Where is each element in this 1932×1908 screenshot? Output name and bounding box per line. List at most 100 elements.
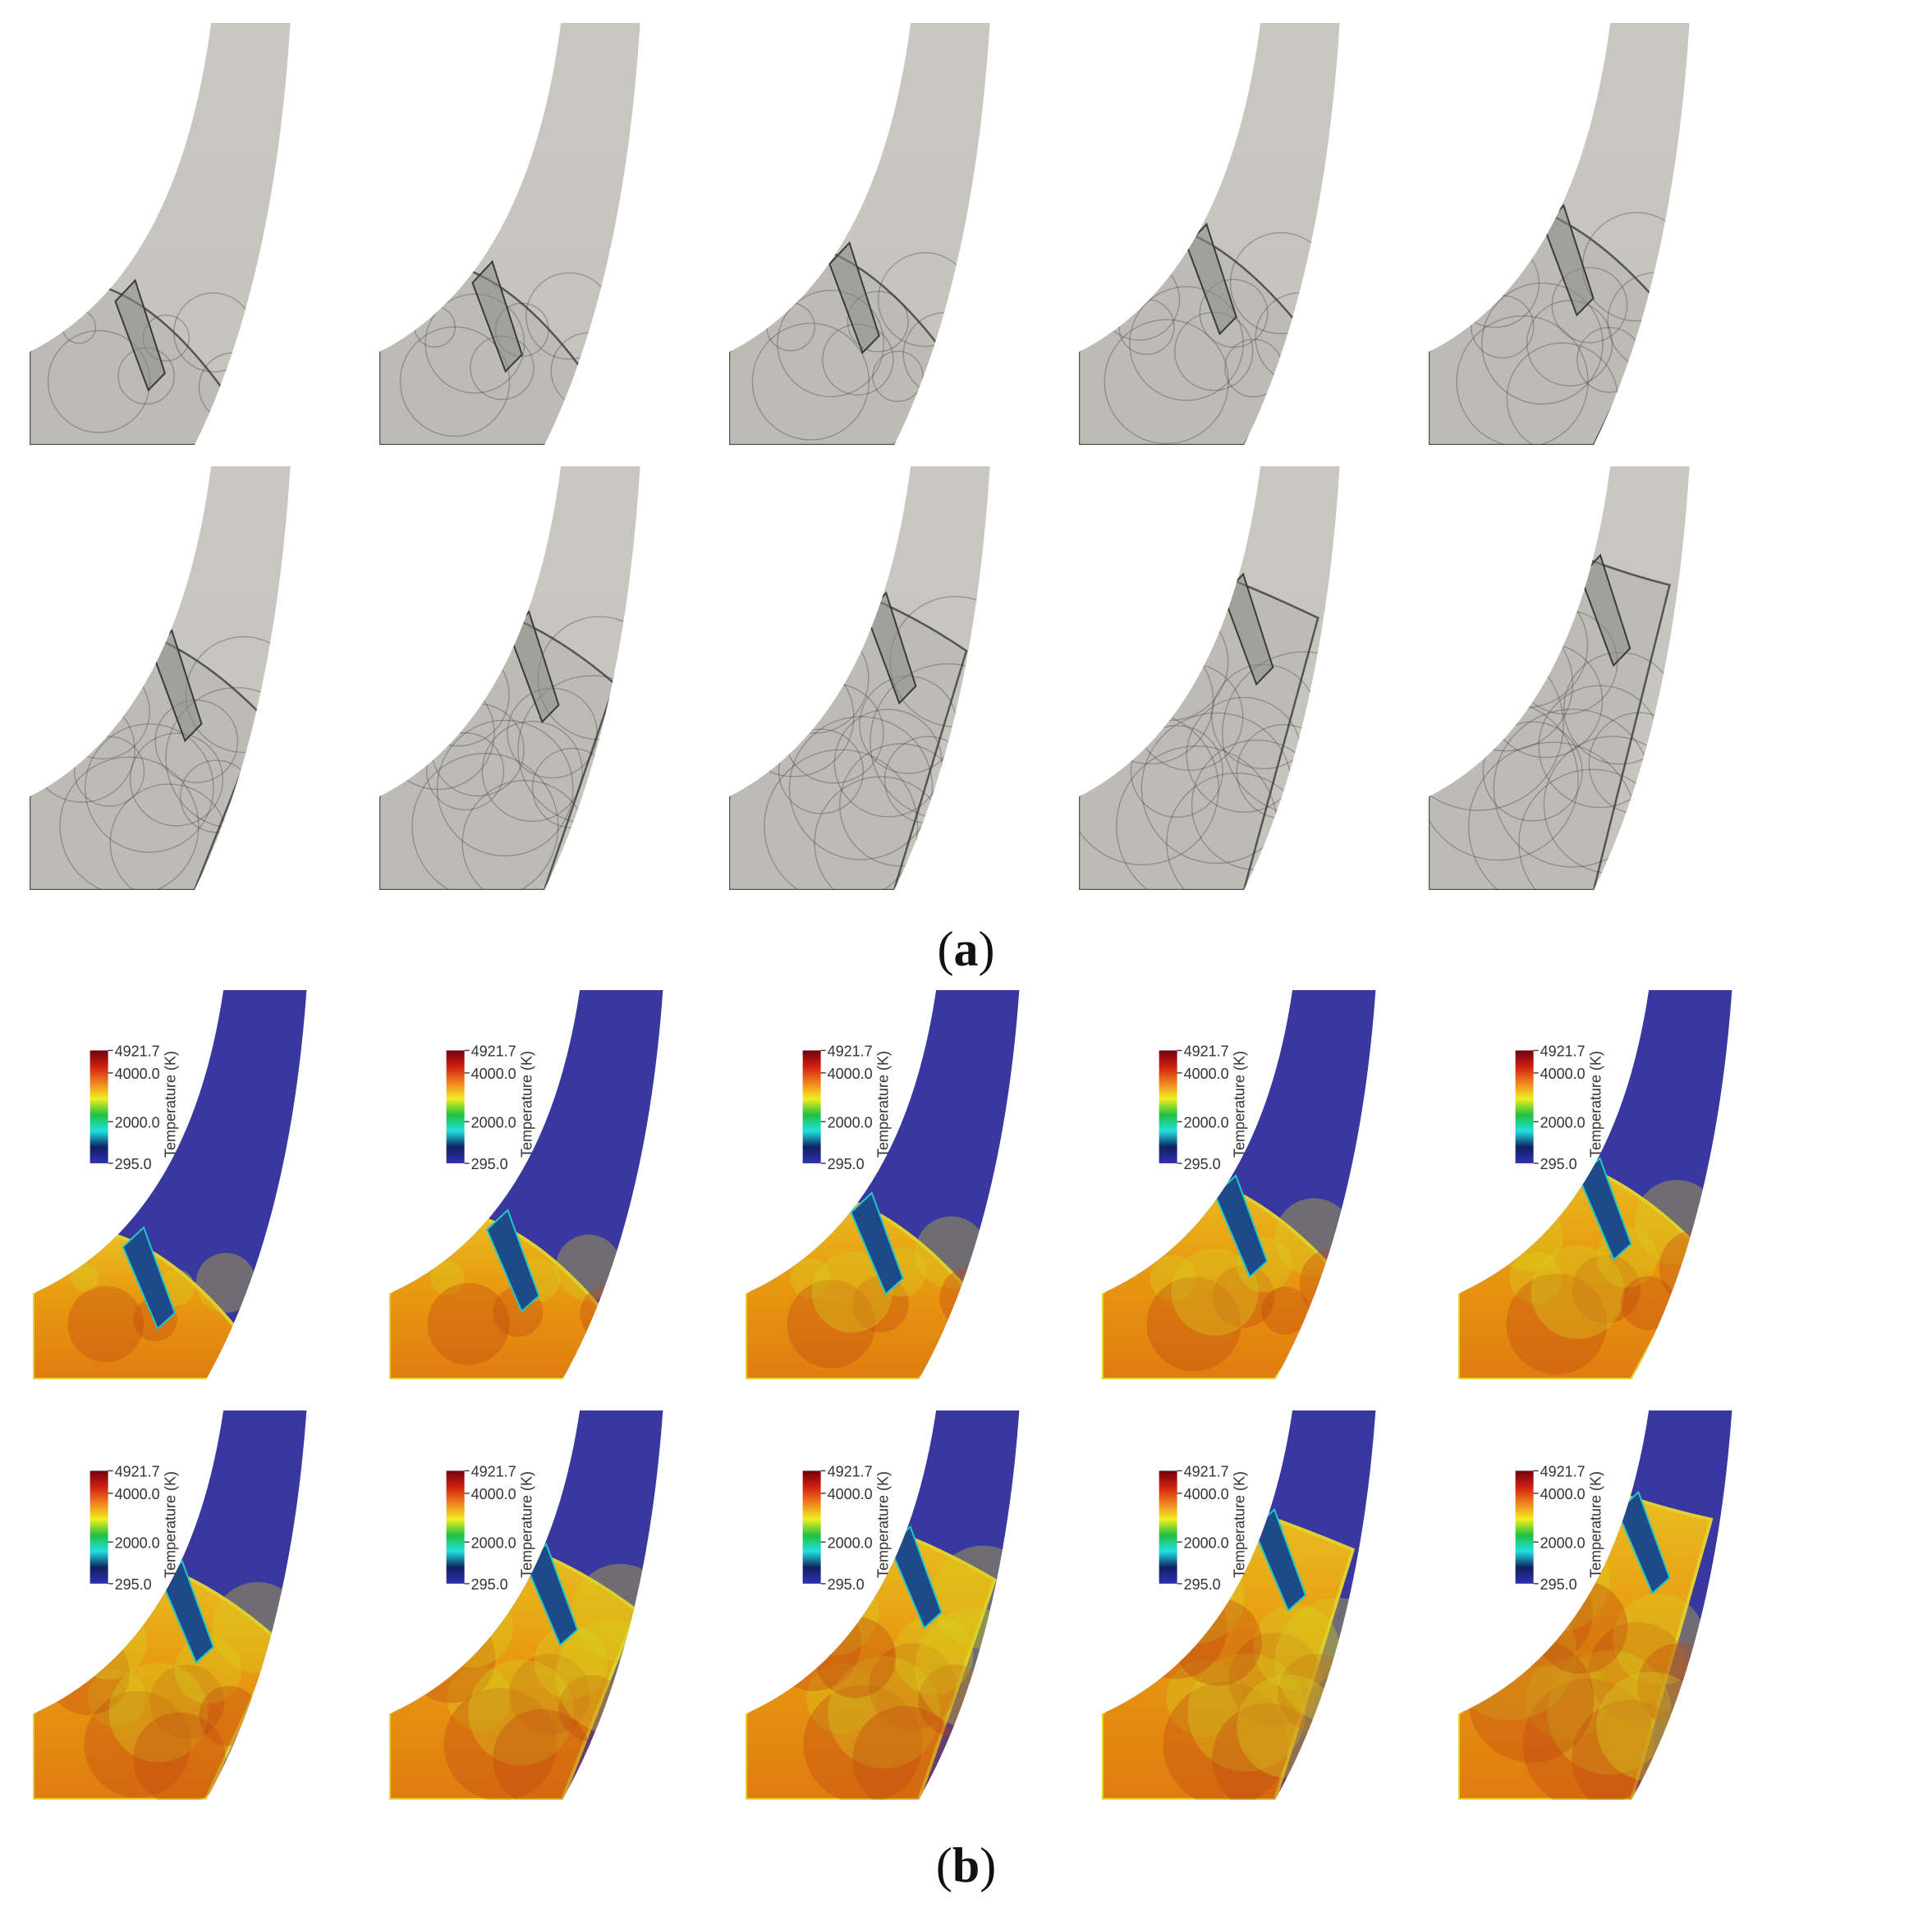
colorbar-title: Temperature (K) (163, 1471, 179, 1578)
colorbar-title: Temperature (K) (875, 1051, 892, 1158)
colorbar-tick-label: 4921.7 (828, 1043, 873, 1059)
caption-b: (b) (935, 1838, 997, 1892)
colorbar-tick-label: 4000.0 (1540, 1066, 1586, 1082)
schlieren-panel (30, 23, 291, 445)
shock-structure (30, 629, 291, 890)
colorbar-tick-label: 295.0 (1184, 1576, 1221, 1593)
shock-structure (729, 589, 990, 890)
colorbar-title: Temperature (K) (1588, 1471, 1604, 1578)
burnt-region (746, 1191, 1005, 1379)
burnt-region (1102, 1174, 1371, 1379)
colorbar: 4921.7 4000.0 2000.0 295.0 Temperature (K) (89, 1463, 179, 1593)
colorbar-title: Temperature (K) (875, 1471, 892, 1578)
colorbar-gradient (89, 1050, 108, 1163)
colorbar-tick-label: 4921.7 (115, 1463, 160, 1479)
temperature-panel: 4921.7 4000.0 2000.0 295.0 Temperature (K) (746, 990, 1020, 1379)
colorbar-gradient (446, 1050, 465, 1163)
burnt-region (1458, 1157, 1732, 1379)
temperature-panel: 4921.7 4000.0 2000.0 295.0 Temperature (K) (1102, 990, 1376, 1379)
colorbar-title: Temperature (K) (1232, 1471, 1248, 1578)
colorbar-tick-label: 295.0 (1184, 1156, 1221, 1172)
colorbar-tick-label: 2000.0 (471, 1534, 516, 1551)
colorbar-tick-label: 295.0 (115, 1156, 152, 1172)
colorbar-tick-label: 2000.0 (1184, 1534, 1229, 1551)
colorbar-tick-label: 4000.0 (471, 1486, 516, 1502)
colorbar-tick-label: 4000.0 (828, 1486, 873, 1502)
colorbar-title: Temperature (K) (1588, 1051, 1604, 1158)
colorbar-gradient (802, 1470, 821, 1584)
colorbar-gradient (1515, 1470, 1534, 1584)
colorbar-gradient (89, 1470, 108, 1584)
colorbar-gradient (1159, 1050, 1177, 1163)
burnt-region (389, 1540, 663, 1800)
colorbar: 4921.7 4000.0 2000.0 295.0 Temperature (K) (802, 1463, 892, 1593)
colorbar-tick-label: 295.0 (828, 1576, 865, 1593)
colorbar: 4921.7 4000.0 2000.0 295.0 Temperature (K) (446, 1463, 535, 1593)
colorbar-tick-label: 4921.7 (828, 1463, 873, 1479)
temperature-panel: 4921.7 4000.0 2000.0 295.0 Temperature (K) (33, 1410, 307, 1800)
schlieren-panel (729, 23, 990, 445)
shock-structure (1429, 204, 1690, 445)
colorbar-tick-label: 295.0 (1540, 1576, 1577, 1593)
burnt-region (33, 1226, 272, 1379)
colorbar-tick-label: 2000.0 (115, 1534, 160, 1551)
colorbar-gradient (1515, 1050, 1534, 1163)
colorbar-gradient (446, 1470, 465, 1584)
colorbar: 4921.7 4000.0 2000.0 295.0 Temperature (K) (89, 1043, 179, 1172)
colorbar-title: Temperature (K) (519, 1051, 535, 1158)
colorbar: 4921.7 4000.0 2000.0 295.0 Temperature (K) (802, 1043, 892, 1172)
schlieren-panel (1429, 23, 1690, 445)
colorbar-tick-label: 4921.7 (471, 1463, 516, 1479)
colorbar-tick-label: 4921.7 (1540, 1463, 1586, 1479)
colorbar-tick-label: 4921.7 (115, 1043, 160, 1059)
colorbar-tick-label: 4000.0 (471, 1066, 516, 1082)
caption-a: (a) (937, 922, 995, 976)
colorbar-tick-label: 4921.7 (1184, 1043, 1229, 1059)
temperature-panel: 4921.7 4000.0 2000.0 295.0 Temperature (K) (389, 990, 663, 1379)
colorbar-tick-label: 4000.0 (1184, 1486, 1229, 1502)
schlieren-panel (30, 466, 291, 890)
colorbar-tick-label: 4921.7 (471, 1043, 516, 1059)
colorbar-tick-label: 4000.0 (115, 1486, 160, 1502)
shock-structure (1079, 569, 1340, 890)
colorbar-tick-label: 2000.0 (1184, 1114, 1229, 1131)
colorbar: 4921.7 4000.0 2000.0 295.0 Temperature (K) (1515, 1463, 1604, 1593)
colorbar-tick-label: 4000.0 (828, 1066, 873, 1082)
temperature-panel: 4921.7 4000.0 2000.0 295.0 Temperature (K) (33, 990, 307, 1379)
colorbar-tick-label: 4000.0 (115, 1066, 160, 1082)
colorbar-tick-label: 295.0 (115, 1576, 152, 1593)
colorbar-gradient (802, 1050, 821, 1163)
colorbar-tick-label: 295.0 (828, 1156, 865, 1172)
schlieren-panel (729, 466, 990, 890)
colorbar-title: Temperature (K) (519, 1471, 535, 1578)
colorbar-tick-label: 4921.7 (1540, 1043, 1586, 1059)
schlieren-panel (379, 466, 640, 890)
temperature-panel: 4921.7 4000.0 2000.0 295.0 Temperature (K) (1458, 1410, 1732, 1800)
schlieren-panel (379, 23, 640, 445)
schlieren-panel (1079, 466, 1340, 890)
colorbar-tick-label: 2000.0 (828, 1114, 873, 1131)
colorbar: 4921.7 4000.0 2000.0 295.0 Temperature (K) (1159, 1043, 1248, 1172)
schlieren-panel (1429, 466, 1690, 890)
burnt-region (33, 1558, 303, 1800)
colorbar-title: Temperature (K) (163, 1051, 179, 1158)
schlieren-panel-set (30, 23, 1690, 890)
schlieren-panel (1079, 23, 1340, 445)
colorbar-tick-label: 2000.0 (828, 1534, 873, 1551)
colorbar-tick-label: 295.0 (471, 1576, 508, 1593)
colorbar-tick-label: 295.0 (1540, 1156, 1577, 1172)
colorbar-tick-label: 2000.0 (1540, 1534, 1586, 1551)
colorbar-tick-label: 4000.0 (1184, 1066, 1229, 1082)
colorbar-gradient (1159, 1470, 1177, 1584)
colorbar-tick-label: 4000.0 (1540, 1486, 1586, 1502)
colorbar-tick-label: 295.0 (471, 1156, 508, 1172)
colorbar-tick-label: 2000.0 (115, 1114, 160, 1131)
colorbar-tick-label: 2000.0 (471, 1114, 516, 1131)
colorbar-title: Temperature (K) (1232, 1051, 1248, 1158)
